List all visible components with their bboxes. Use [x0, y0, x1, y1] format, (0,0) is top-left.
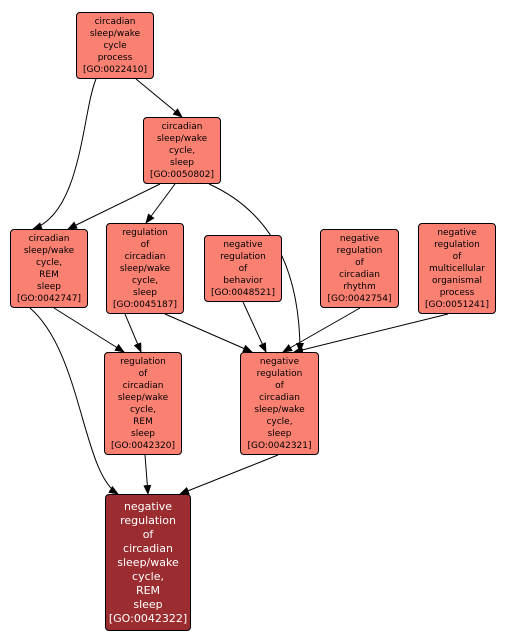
- node-label-line: of: [140, 239, 150, 250]
- node-label-line: REM: [39, 269, 59, 280]
- edge-n0050802-to-n0042747: [67, 183, 161, 230]
- node-label-line: circadian: [339, 269, 380, 280]
- node-label-line: circadian: [123, 541, 173, 555]
- node-label-line: sleep/wake: [23, 245, 75, 256]
- node-label-line: circadian: [161, 121, 203, 132]
- edge-n0042320-to-n0042322: [143, 454, 152, 495]
- node-label-line: [GO:0051241]: [424, 299, 490, 310]
- edge-n0045187-to-n0042321: [164, 313, 253, 353]
- node-label-line: [GO:0042754]: [327, 293, 392, 304]
- node-label-line: regulation: [336, 245, 383, 256]
- node-label-line: cycle,: [129, 404, 157, 415]
- edge-n0042747-to-n0042322: [29, 307, 119, 495]
- edge-n0048521-to-n0042321: [242, 301, 267, 353]
- node-label-line: of: [452, 251, 462, 262]
- edge-n0050802-to-n0045187: [145, 183, 176, 224]
- node-label-line: negative: [437, 227, 477, 238]
- node-label-line: regulation: [120, 513, 176, 527]
- node-label-line: sleep: [37, 281, 61, 292]
- node-label-line: cycle,: [168, 145, 196, 156]
- node-label-line: circadian: [94, 16, 136, 27]
- node-label-line: circadian: [28, 233, 70, 244]
- node-label-line: regulation: [220, 251, 266, 262]
- node-label-line: cycle: [103, 40, 127, 51]
- node-label-line: cycle,: [131, 275, 159, 286]
- node-label-line: cycle,: [266, 416, 293, 427]
- node-label-line: [GO:0022410]: [82, 64, 148, 75]
- edge-n0045187-to-n0042320: [124, 313, 142, 353]
- edge-n0042321-to-n0042322: [179, 454, 279, 495]
- node-label-line: of: [355, 257, 364, 268]
- node-label-line: regulation: [122, 227, 168, 238]
- node-label-line: multicellular: [429, 263, 485, 274]
- node-label-line: sleep/wake: [117, 555, 179, 569]
- node-label-line: sleep/wake: [254, 404, 305, 415]
- edge-n0042747-to-n0042320: [53, 307, 125, 353]
- node-label-line: sleep/wake: [117, 392, 169, 403]
- node-label-line: of: [238, 263, 248, 274]
- node-label-line: sleep: [133, 597, 163, 611]
- node-label-line: [GO:0048521]: [210, 287, 276, 298]
- node-label-line: [GO:0042747]: [16, 293, 82, 304]
- node-label-line: rhythm: [343, 281, 376, 292]
- node-label-line: REM: [135, 583, 161, 597]
- node-label-line: regulation: [120, 356, 166, 367]
- node-label-line: negative: [223, 239, 263, 250]
- node-label-line: behavior: [223, 275, 263, 286]
- node-label-line: of: [142, 527, 154, 541]
- node-label-line: sleep: [170, 157, 194, 168]
- node-label-line: regulation: [434, 239, 480, 250]
- edge-n0042754-to-n0042321: [282, 307, 361, 353]
- node-label-line: sleep/wake: [156, 133, 208, 144]
- node-label-line: REM: [133, 416, 153, 427]
- edge-n0022410-to-n0042747: [32, 78, 97, 230]
- node-label-line: [GO:0045187]: [112, 299, 178, 310]
- node-label-line: [GO:0042320]: [110, 440, 176, 451]
- node-label-line: cycle,: [132, 569, 164, 583]
- node-label-line: negative: [259, 356, 300, 367]
- node-label-line: regulation: [256, 368, 303, 379]
- node-label-line: [GO:0042321]: [247, 440, 312, 451]
- node-label-line: sleep/wake: [89, 28, 141, 39]
- node-label-line: [GO:0042322]: [108, 611, 188, 625]
- node-label-line: negative: [339, 233, 380, 244]
- node-label-line: circadian: [259, 392, 300, 403]
- node-label-line: process: [97, 52, 133, 63]
- edge-n0051241-to-n0042321: [293, 313, 449, 354]
- node-label-line: of: [138, 368, 148, 379]
- node-label-line: circadian: [122, 380, 164, 391]
- node-label-line: process: [439, 287, 475, 298]
- node-label-line: circadian: [124, 251, 166, 262]
- node-label-line: cycle,: [35, 257, 63, 268]
- node-label-line: organismal: [432, 275, 482, 286]
- node-label-line: negative: [123, 499, 173, 513]
- edge-n0022410-to-n0050802: [135, 78, 183, 118]
- node-label-line: of: [275, 380, 284, 391]
- node-label-line: sleep/wake: [119, 263, 171, 274]
- node-label-line: [GO:0050802]: [149, 169, 215, 180]
- node-label-line: sleep: [133, 287, 157, 298]
- node-label-line: sleep: [131, 428, 155, 439]
- node-label-line: sleep: [267, 428, 292, 439]
